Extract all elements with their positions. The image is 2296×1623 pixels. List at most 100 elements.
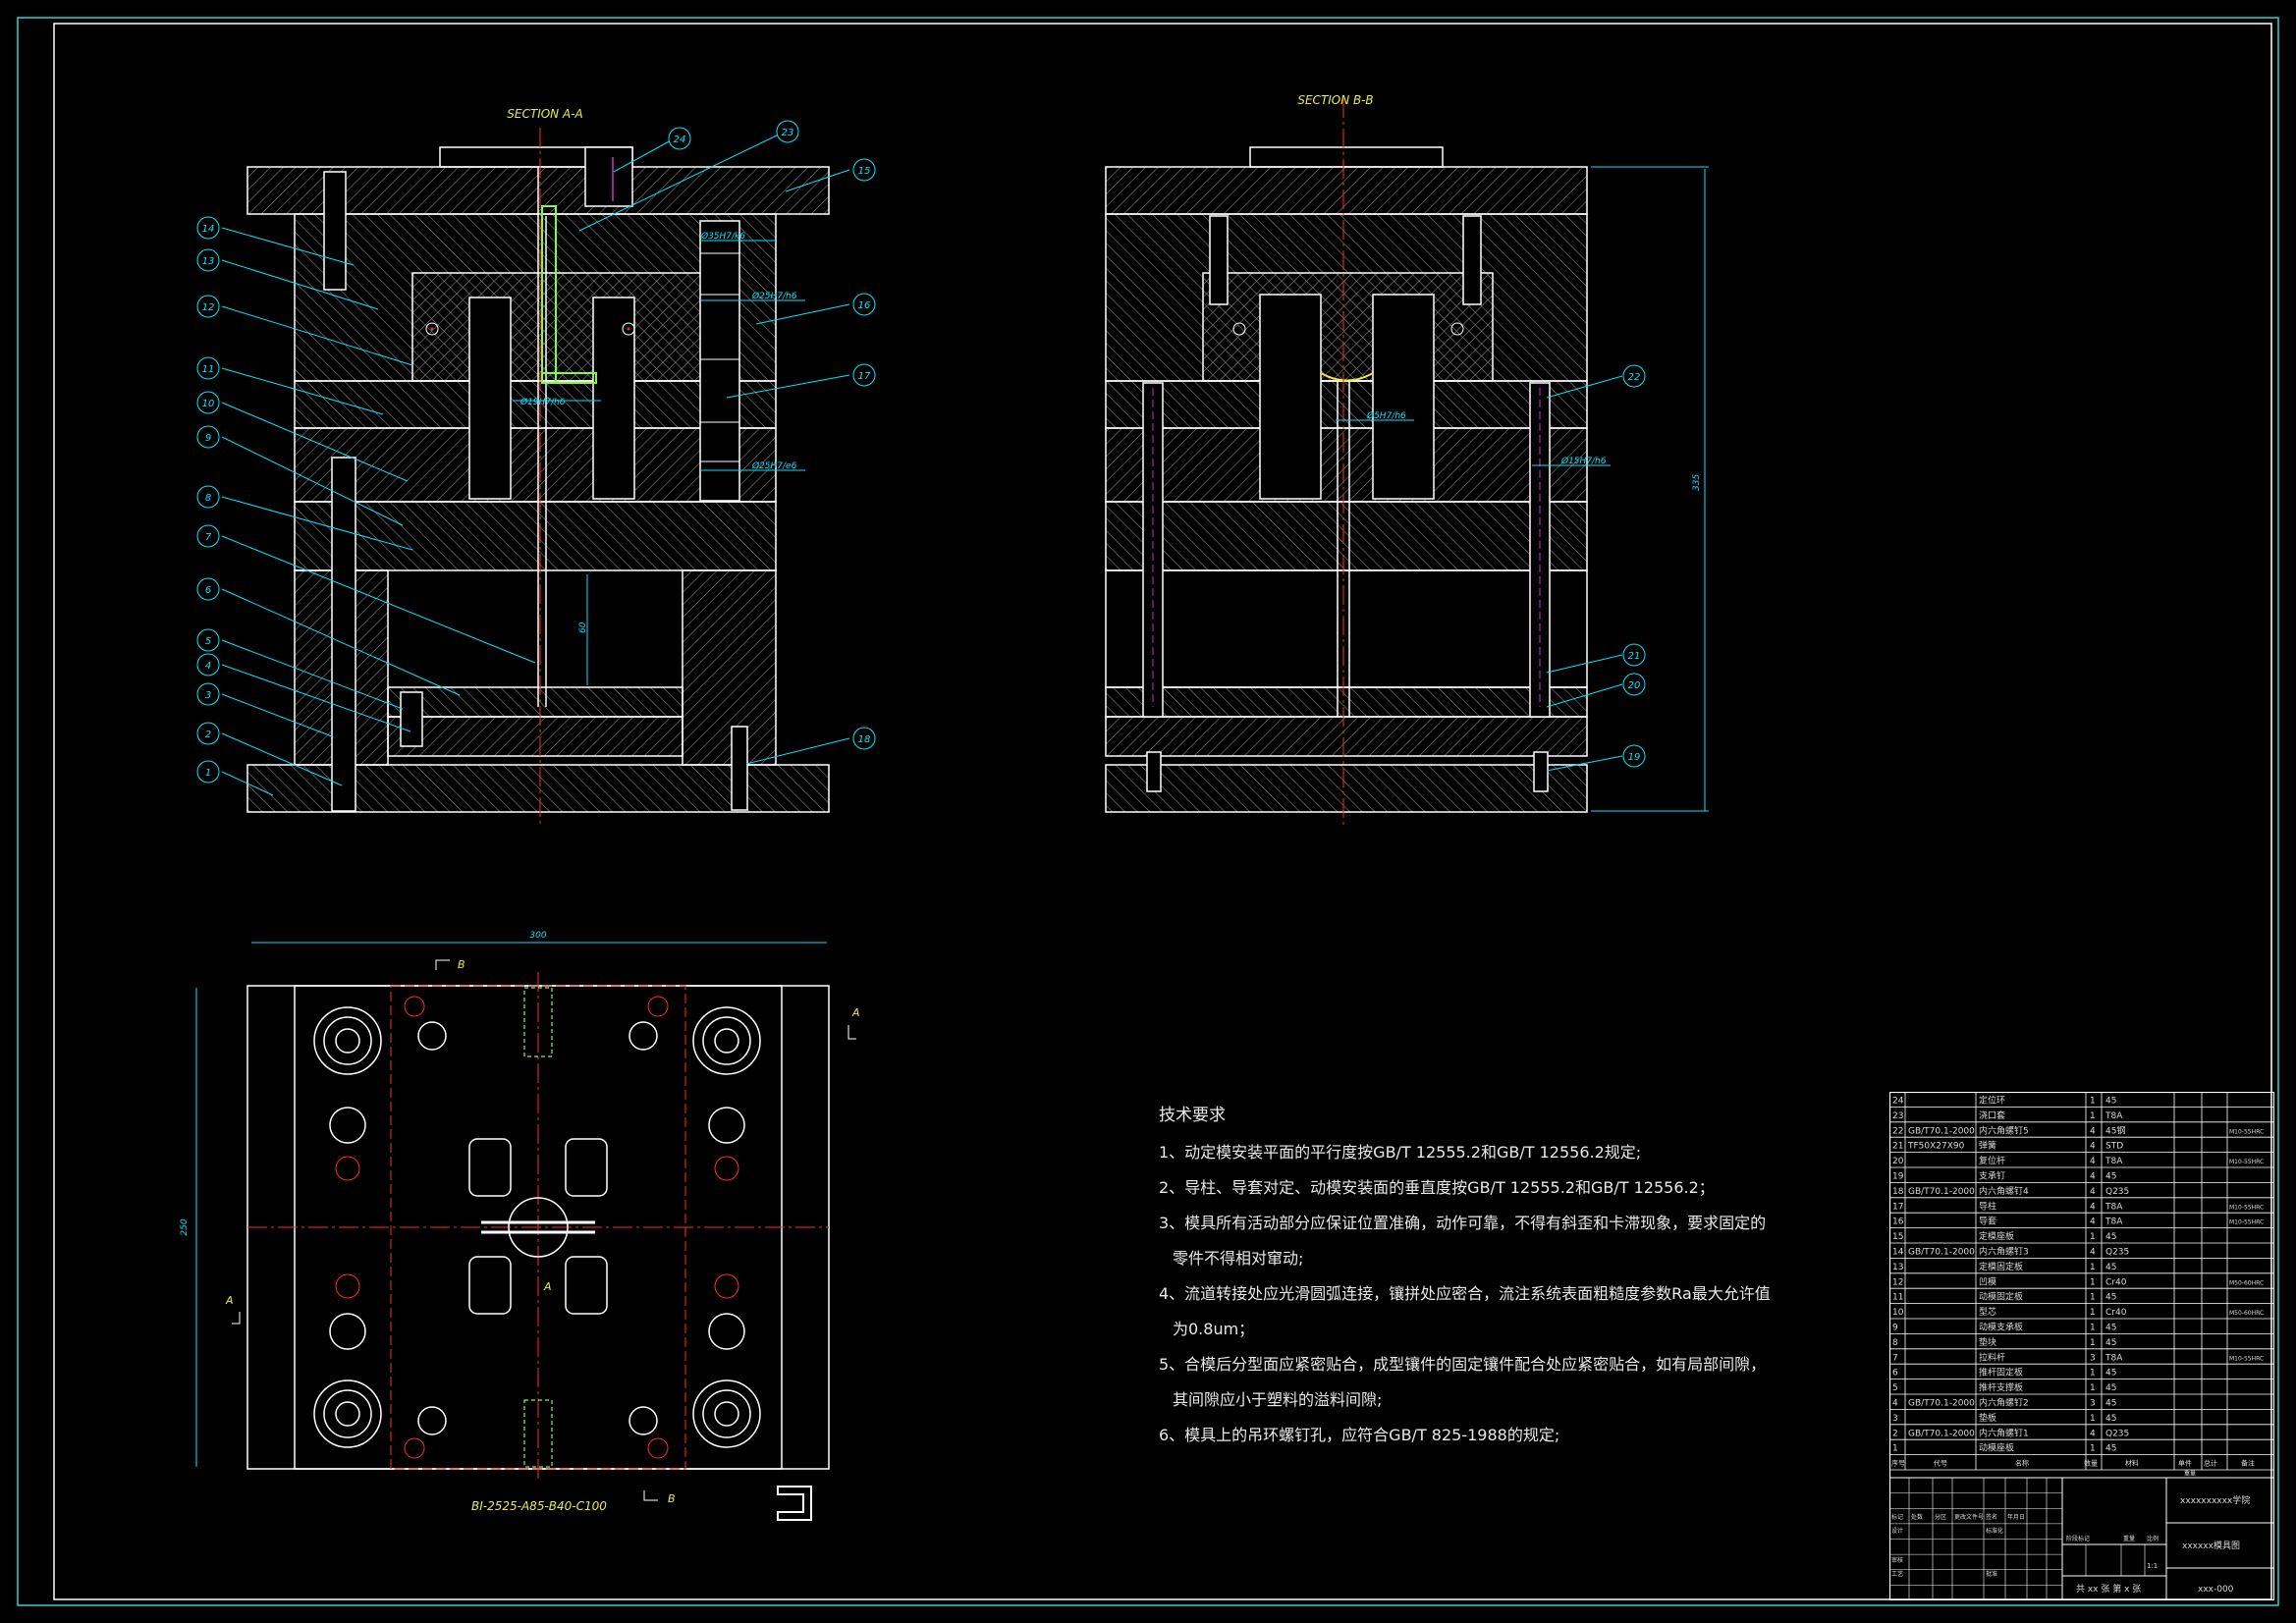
tb-label: 签名 [1986,1513,1997,1521]
bom-cell-std: GB/T70.1-2000 [1908,1248,1975,1258]
svg-text:22: 22 [1628,372,1641,383]
svg-text:11: 11 [202,364,215,375]
ejector-plate [387,716,683,757]
bom-cell-std: GB/T70.1-2000 [1908,1126,1975,1136]
bom-cell-qty: 1 [2090,1263,2096,1272]
bom-cell-qty: 1 [2090,1369,2096,1379]
bom-cell-name: 内六角螺钉3 [1979,1246,2029,1258]
bom-cell-no: 16 [1892,1217,1904,1227]
tb-label: 比例 [2147,1535,2159,1542]
bom-cell-name: 凹模 [1979,1276,1996,1287]
bom-cell-name: 浇口套 [1979,1109,2005,1121]
balloon-23: 23 [776,120,799,143]
dim-fit3: Ø19H7/h6 [519,397,566,407]
dim-fit6: Ø15H7/h6 [1560,456,1607,466]
drawing-name: xxxxxx模具图 [2182,1541,2240,1551]
tb-label: 年月日 [2007,1513,2025,1521]
mark-a-left: A [225,1294,234,1307]
svg-text:15: 15 [858,166,871,177]
tb-label: 设计 [1891,1527,1903,1535]
bom-cell-mat: STD [2105,1142,2123,1152]
bom-cell-mat: 45 [2105,1399,2116,1409]
sheet-count: 共 xx 张 第 x 张 [2076,1583,2141,1595]
bom-cell-no: 7 [1892,1353,1898,1363]
bom-cell-qty: 4 [2090,1187,2096,1197]
notes-list: 1、动定模安装平面的平行度按GB/T 12555.2和GB/T 12556.2规… [1159,1135,1771,1453]
bom-header-mat: 材料 [2125,1459,2139,1468]
svg-text:14: 14 [202,224,215,235]
section-a-view: SECTION A-A [221,107,850,825]
bom-cell-name: 推杆支撑板 [1979,1381,2023,1393]
bom-cell-qty: 1 [2090,1444,2096,1454]
bom-cell-qty: 4 [2090,1126,2096,1136]
balloon-17: 17 [852,363,876,387]
drawing-number: xxx-000 [2198,1585,2234,1595]
right-rail [682,569,777,766]
tb-label: 分区 [1935,1513,1946,1521]
section-a-title: SECTION A-A [507,107,582,121]
balloon-15: 15 [852,158,876,182]
svg-text:4: 4 [205,661,211,672]
ejector-retainer [387,686,683,718]
bom-cell-mat: Q235 [2105,1429,2129,1438]
balloon-19: 19 [1622,744,1646,768]
bom-cell-note: M50-60HRC [2229,1310,2264,1317]
bom-cell-no: 8 [1892,1338,1898,1348]
bom-cell-mat: Q235 [2105,1187,2129,1197]
bom-cell-no: 24 [1892,1097,1904,1107]
bom-cell-name: 型芯 [1979,1306,1996,1318]
spacer-plate [294,501,777,571]
bom-cell-no: 18 [1892,1187,1904,1197]
bom-cell-name: 定模固定板 [1979,1261,2023,1272]
tb-label: 标准化 [1986,1527,2003,1535]
bom-header-note: 备注 [2241,1459,2255,1468]
tb-label: 阶段标记 [2066,1535,2090,1542]
bom-cell-qty: 4 [2090,1429,2096,1438]
bom-cell-no: 17 [1892,1202,1903,1212]
bom-cell-note: M10-55HRC [2229,1159,2264,1165]
note-line: 为0.8um； [1173,1320,1255,1338]
bom-cell-no: 5 [1892,1383,1898,1393]
bom-header-name: 名称 [2015,1459,2029,1468]
note-line: 6、模具上的吊环螺钉孔，应符合GB/T 825-1988的规定; [1159,1426,1560,1444]
dim-width: 300 [529,931,546,941]
bom-cell-name: 垫块 [1979,1336,1996,1348]
bom-cell-no: 4 [1892,1399,1898,1409]
bom-cell-mat: 45 [2105,1324,2116,1333]
bom-cell-qty: 1 [2090,1277,2096,1287]
bom-cell-mat: 45 [2105,1444,2116,1454]
bom-cell-name: 复位杆 [1979,1155,2005,1166]
svg-text:7: 7 [205,532,212,543]
guide-pillar-a [699,220,740,502]
balloon-12: 12 [196,295,220,318]
dim-fit1: Ø35H7/k6 [700,231,745,242]
bom-cell-note: M10-55HRC [2229,1355,2264,1362]
balloon-10: 10 [196,391,220,414]
bom-cell-mat: T8A [2105,1202,2123,1212]
balloon-4: 4 [196,653,220,676]
bom-cell-mat: Cr40 [2105,1308,2127,1318]
bom-cell-mat: 45 [2105,1414,2116,1424]
svg-text:21: 21 [1628,651,1641,662]
bom-header-weight: 重量 [2184,1470,2196,1478]
svg-text:6: 6 [205,585,211,596]
bom-cell-note: M50-60HRC [2229,1279,2264,1286]
bom-cell-name: 推杆固定板 [1979,1367,2023,1379]
technical-notes: 技术要求 1、动定模安装平面的平行度按GB/T 12555.2和GB/T 125… [1159,1098,1771,1453]
balloon-6: 6 [196,577,220,601]
inner-border [53,23,2272,1600]
bom-cell-no: 9 [1892,1324,1898,1333]
bom-header-w2: 总计 [2204,1459,2217,1468]
bom-cell-mat: T8A [2105,1217,2123,1227]
bom-cell-no: 15 [1892,1232,1903,1242]
plan-view: 300 250 B B A A A BI-2525-A85-B40-C100 [180,931,860,1521]
